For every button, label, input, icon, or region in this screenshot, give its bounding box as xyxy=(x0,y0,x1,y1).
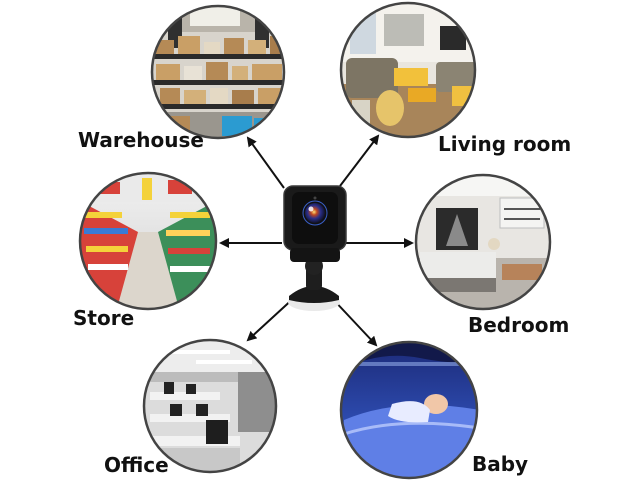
label-baby: Baby xyxy=(472,452,529,476)
label-bedroom: Bedroom xyxy=(468,313,570,337)
office-desks-icon xyxy=(142,338,278,474)
label-store: Store xyxy=(73,306,135,330)
arrow-to-living-room xyxy=(339,134,380,187)
warehouse-shelves-icon xyxy=(150,4,286,140)
bedroom-bed-icon xyxy=(414,173,552,311)
supermarket-aisle-icon xyxy=(78,171,218,311)
label-warehouse: Warehouse xyxy=(78,128,204,152)
label-office: Office xyxy=(104,453,169,477)
arrow-to-office xyxy=(246,295,297,342)
mini-security-camera-icon xyxy=(283,185,347,311)
arrow-to-warehouse xyxy=(246,136,285,189)
label-living-room: Living room xyxy=(438,132,572,156)
living-room-sofa-icon xyxy=(339,1,477,139)
sleeping-baby-icon xyxy=(339,340,479,480)
